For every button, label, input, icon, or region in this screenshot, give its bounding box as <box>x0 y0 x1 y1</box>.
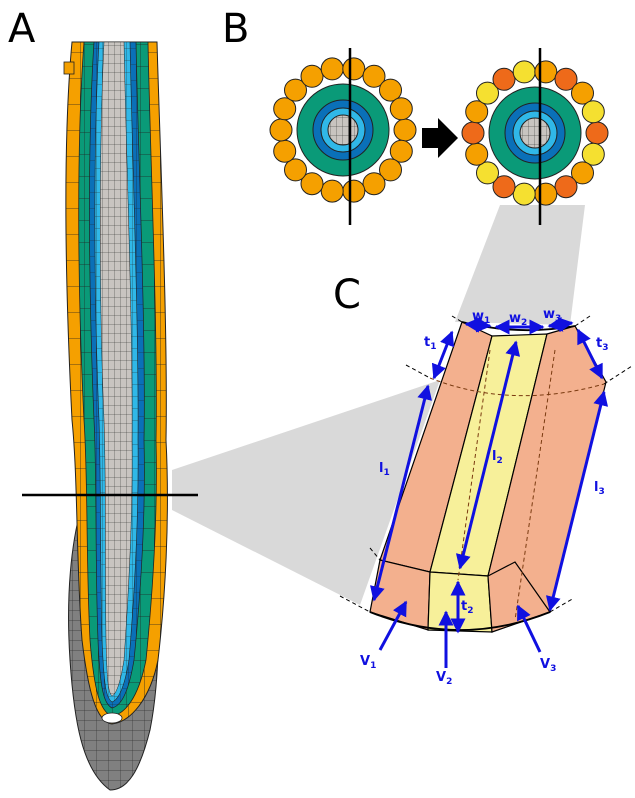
epidermis-cell-after-8 <box>466 143 488 165</box>
label-l3: l3 <box>594 480 605 497</box>
epidermis-cell-after-5 <box>513 183 535 205</box>
stele-center-before <box>328 115 358 145</box>
quiescent-center <box>102 713 122 723</box>
panel-label-a: A <box>8 6 36 52</box>
label-t1: t1 <box>424 335 436 352</box>
epidermis-cell-before-12 <box>301 65 323 87</box>
epidermis-cell-after-13 <box>513 61 535 83</box>
epidermis-cell-after-4 <box>535 183 557 205</box>
panel-label-c: C <box>333 272 361 318</box>
cell-center-bottom <box>428 572 492 632</box>
epidermis-cell-after-3 <box>555 176 577 198</box>
epidermis-cell-after-12 <box>493 68 515 90</box>
cell-left-bottom <box>370 560 430 630</box>
panel-a-root-section <box>22 42 198 790</box>
epidermis-cell-after-17 <box>582 101 604 123</box>
label-v3: V3 <box>540 657 556 674</box>
label-t3: t3 <box>596 336 608 353</box>
panel-b-cross-section-after <box>462 48 608 225</box>
ext-mid-left <box>406 365 430 378</box>
epidermis-cell-before-0 <box>394 119 416 141</box>
panel-b-cross-section-before <box>270 48 416 225</box>
epidermis-cell-before-5 <box>321 180 343 202</box>
epidermis-cell-before-9 <box>270 119 292 141</box>
epidermis-cell-before-3 <box>363 173 385 195</box>
epidermis-cell-before-8 <box>274 140 296 162</box>
epidermis-cell-after-9 <box>462 122 484 144</box>
arrow-b-transition <box>422 118 458 158</box>
epidermis-cell-after-0 <box>586 122 608 144</box>
label-v1: V1 <box>360 654 376 671</box>
projection-wedge-b-to-c <box>455 205 585 325</box>
transition-arrow <box>422 118 458 158</box>
label-v2: V2 <box>436 670 452 687</box>
epidermis-notch <box>64 62 74 74</box>
ext-mid-right <box>604 366 632 384</box>
panel-label-b: B <box>222 6 249 52</box>
stele-center-after <box>520 118 550 148</box>
epidermis-cell-before-14 <box>343 58 365 80</box>
epidermis-cell-before-17 <box>390 98 412 120</box>
epidermis-cell-before-13 <box>321 58 343 80</box>
epidermis-cell-before-4 <box>343 180 365 202</box>
epidermis-cell-after-14 <box>535 61 557 83</box>
ext-top-right <box>575 316 590 326</box>
